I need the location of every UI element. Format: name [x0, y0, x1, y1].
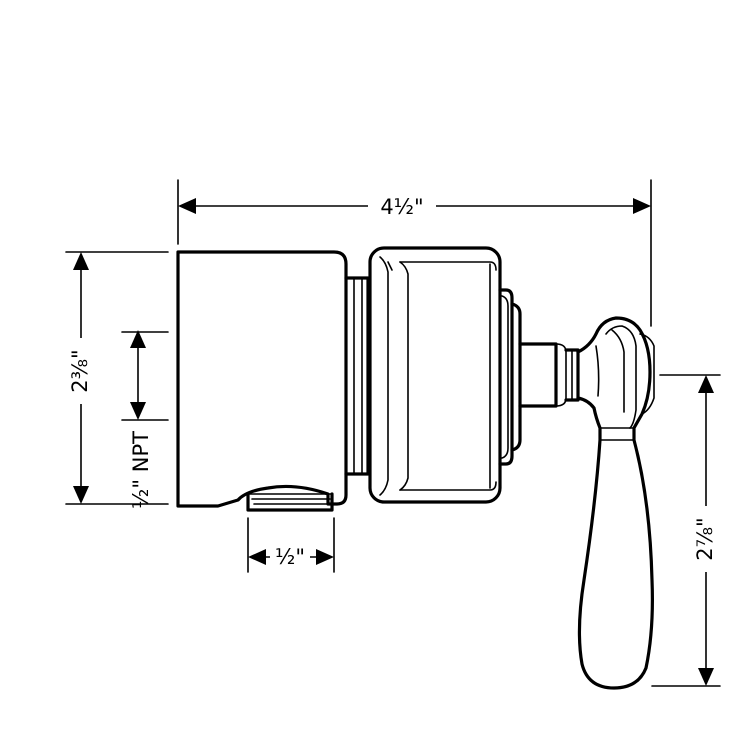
overall-width-label: 4½" [380, 195, 423, 219]
outlet-width-label: ½" [275, 545, 305, 569]
connecting-neck [344, 276, 370, 476]
dim-thread-size: ½" NPT [121, 330, 169, 509]
dim-overall-width: 4½" [177, 179, 652, 327]
overall-height-label: 2⅜" [68, 349, 92, 392]
stem [518, 342, 580, 408]
dim-outlet-width: ½" [247, 517, 335, 573]
handle-drop-label: 2⅞" [693, 517, 717, 560]
housing-body [176, 250, 348, 508]
dim-handle-drop: 2⅞" [651, 374, 721, 687]
valve-trim-outline [176, 246, 655, 690]
thread-size-label: ½" NPT [129, 431, 153, 509]
dim-overall-height: 2⅜" [65, 251, 169, 505]
valve-cylinder [368, 246, 502, 504]
dimension-lines: 4½" 2⅜" ½" NPT [65, 179, 721, 687]
collar [498, 288, 522, 466]
lever-handle [576, 316, 655, 690]
threaded-outlet [246, 492, 334, 512]
